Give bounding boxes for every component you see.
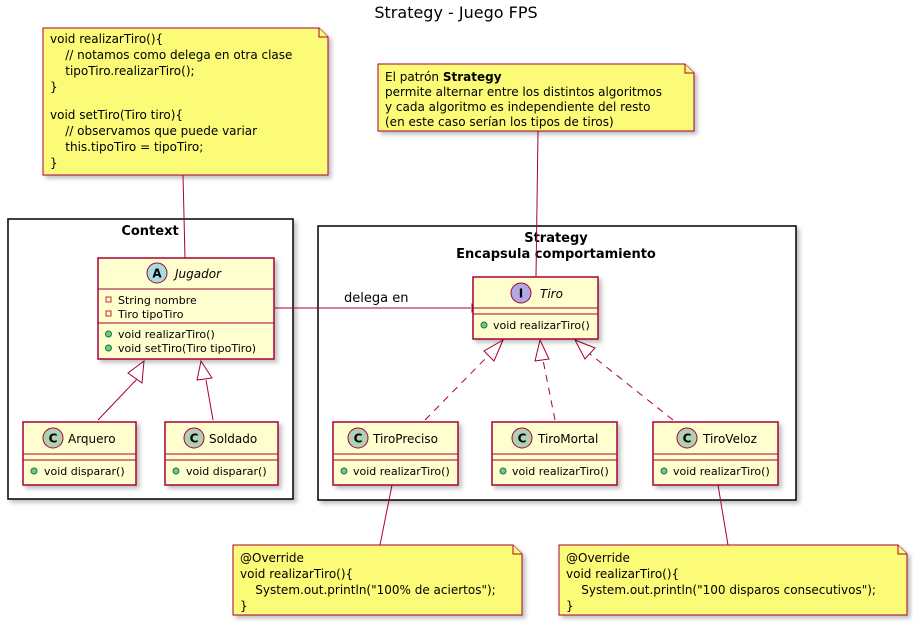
class-soldado: C Soldado void disparar() (164, 421, 279, 486)
interface-tiro: I Tiro void realizarTiro() (472, 276, 599, 340)
note-jugador-line: void setTiro(Tiro tiro){ (50, 108, 183, 122)
abstract-badge-letter: A (152, 267, 162, 281)
relation-tiromortal-implements-tiro (534, 338, 556, 421)
note-jugador-line: } (50, 80, 58, 94)
class-tiro-mortal-method: void realizarTiro() (512, 465, 609, 478)
public-method-icon (340, 467, 348, 475)
class-tiro-mortal: C TiroMortal void realizarTiro() (491, 421, 618, 486)
note-strategy-line: (en este caso serían los tipos de tiros) (385, 115, 614, 129)
relation-tiroveloz-implements-tiro (573, 339, 674, 421)
class-badge-letter: C (49, 432, 58, 446)
relation-soldado-extends-jugador (196, 359, 214, 421)
class-tiro-preciso-name: TiroPreciso (372, 432, 438, 446)
note-tiro-veloz-line: @Override (566, 551, 630, 565)
class-badge-icon (42, 427, 64, 449)
note-jugador-text: void realizarTiro(){ // notamos como del… (50, 32, 296, 170)
note-strategy-line: y cada algoritmo es independiente del re… (385, 100, 650, 114)
note-tiro-veloz: @Override void realizarTiro(){ System.ou… (558, 544, 908, 616)
note-strategy-line: permite alternar entre los distintos alg… (385, 85, 662, 99)
note-tiro-veloz-line: } (566, 599, 574, 613)
class-soldado-name: Soldado (209, 432, 257, 446)
class-badge-icon (183, 427, 205, 449)
abstract-badge-icon (146, 262, 168, 284)
class-jugador-name: Jugador (173, 267, 222, 281)
class-arquero-name: Arquero (68, 432, 116, 446)
note-tiro-preciso-line: @Override (240, 551, 304, 565)
diagram-title: Strategy - Juego FPS (374, 3, 537, 22)
interface-tiro-method: void realizarTiro() (493, 319, 590, 332)
class-badge-icon (347, 427, 369, 449)
class-badge-letter: C (518, 432, 527, 446)
note-tiro-preciso-line: } (240, 599, 248, 613)
note-tiro-veloz-line: void realizarTiro(){ (566, 567, 679, 581)
note-jugador: void realizarTiro(){ // notamos como del… (42, 27, 329, 176)
note-tiro-preciso-text: @Override void realizarTiro(){ System.ou… (240, 551, 500, 613)
public-method-icon (105, 344, 112, 352)
public-method-icon (480, 321, 488, 329)
package-strategy-sublabel: Encapsula comportamiento (456, 247, 656, 262)
class-jugador-method: void setTiro(Tiro tipoTiro) (118, 342, 256, 355)
private-field-icon (105, 296, 112, 303)
note-jugador-line: // observamos que puede variar (50, 124, 257, 138)
class-arquero: C Arquero void disparar() (22, 421, 137, 486)
note-strategy-connector (535, 130, 539, 278)
class-tiro-veloz: C TiroVeloz void realizarTiro() (652, 421, 779, 486)
note-jugador-line: // notamos como delega en otra clase (50, 48, 292, 62)
class-jugador-method: void realizarTiro() (118, 328, 215, 341)
class-jugador-field: Tiro tipoTiro (117, 308, 184, 321)
note-tiro-veloz-text: @Override void realizarTiro(){ System.ou… (566, 551, 880, 613)
public-method-icon (105, 330, 112, 338)
public-method-icon (30, 467, 38, 475)
class-badge-icon (511, 427, 533, 449)
note-tiro-preciso-line: void realizarTiro(){ (240, 567, 353, 581)
class-jugador-field: String nombre (118, 294, 197, 307)
note-jugador-line: tipoTiro.realizarTiro(); (50, 64, 195, 78)
class-tiro-veloz-method: void realizarTiro() (673, 465, 770, 478)
note-jugador-line: void realizarTiro(){ (50, 32, 163, 46)
interface-badge-letter: I (519, 287, 523, 301)
delegation-label: delega en (344, 291, 408, 306)
public-method-icon (499, 467, 507, 475)
class-tiro-preciso-method: void realizarTiro() (353, 465, 450, 478)
note-jugador-connector (182, 174, 186, 259)
class-tiro-preciso: C TiroPreciso void realizarTiro() (332, 421, 459, 486)
interface-badge-icon (510, 282, 532, 304)
note-tiro-preciso-connector (379, 484, 393, 546)
note-strategy-line1: El patrón Strategy (385, 70, 502, 84)
class-soldado-method: void disparar() (186, 465, 267, 478)
class-badge-letter: C (683, 432, 692, 446)
public-method-icon (660, 467, 668, 475)
interface-tiro-name: Tiro (540, 287, 563, 301)
class-jugador: A Jugador String nombre Tiro tipoTiro vo… (97, 257, 275, 360)
package-context-label: Context (121, 224, 178, 239)
class-tiro-mortal-name: TiroMortal (537, 432, 598, 446)
note-tiro-veloz-connector (717, 484, 729, 546)
private-field-icon (105, 310, 112, 317)
note-jugador-line: this.tipoTiro = tipoTiro; (50, 140, 203, 154)
note-tiro-veloz-line: System.out.println("100 disparos consecu… (566, 583, 876, 597)
note-tiro-preciso: @Override void realizarTiro(){ System.ou… (232, 544, 523, 616)
class-badge-icon (676, 427, 698, 449)
class-badge-letter: C (190, 432, 199, 446)
public-method-icon (172, 467, 180, 475)
class-tiro-veloz-name: TiroVeloz (702, 432, 757, 446)
note-tiro-preciso-line: System.out.println("100% de aciertos"); (240, 583, 496, 597)
class-arquero-method: void disparar() (44, 465, 125, 478)
relation-arquero-extends-jugador (97, 359, 145, 421)
package-strategy-label: Strategy (524, 231, 588, 246)
relation-tiropreciso-implements-tiro (424, 338, 505, 421)
note-strategy: El patrón Strategy permite alternar entr… (377, 63, 695, 132)
note-jugador-line: } (50, 156, 58, 170)
class-badge-letter: C (354, 432, 363, 446)
